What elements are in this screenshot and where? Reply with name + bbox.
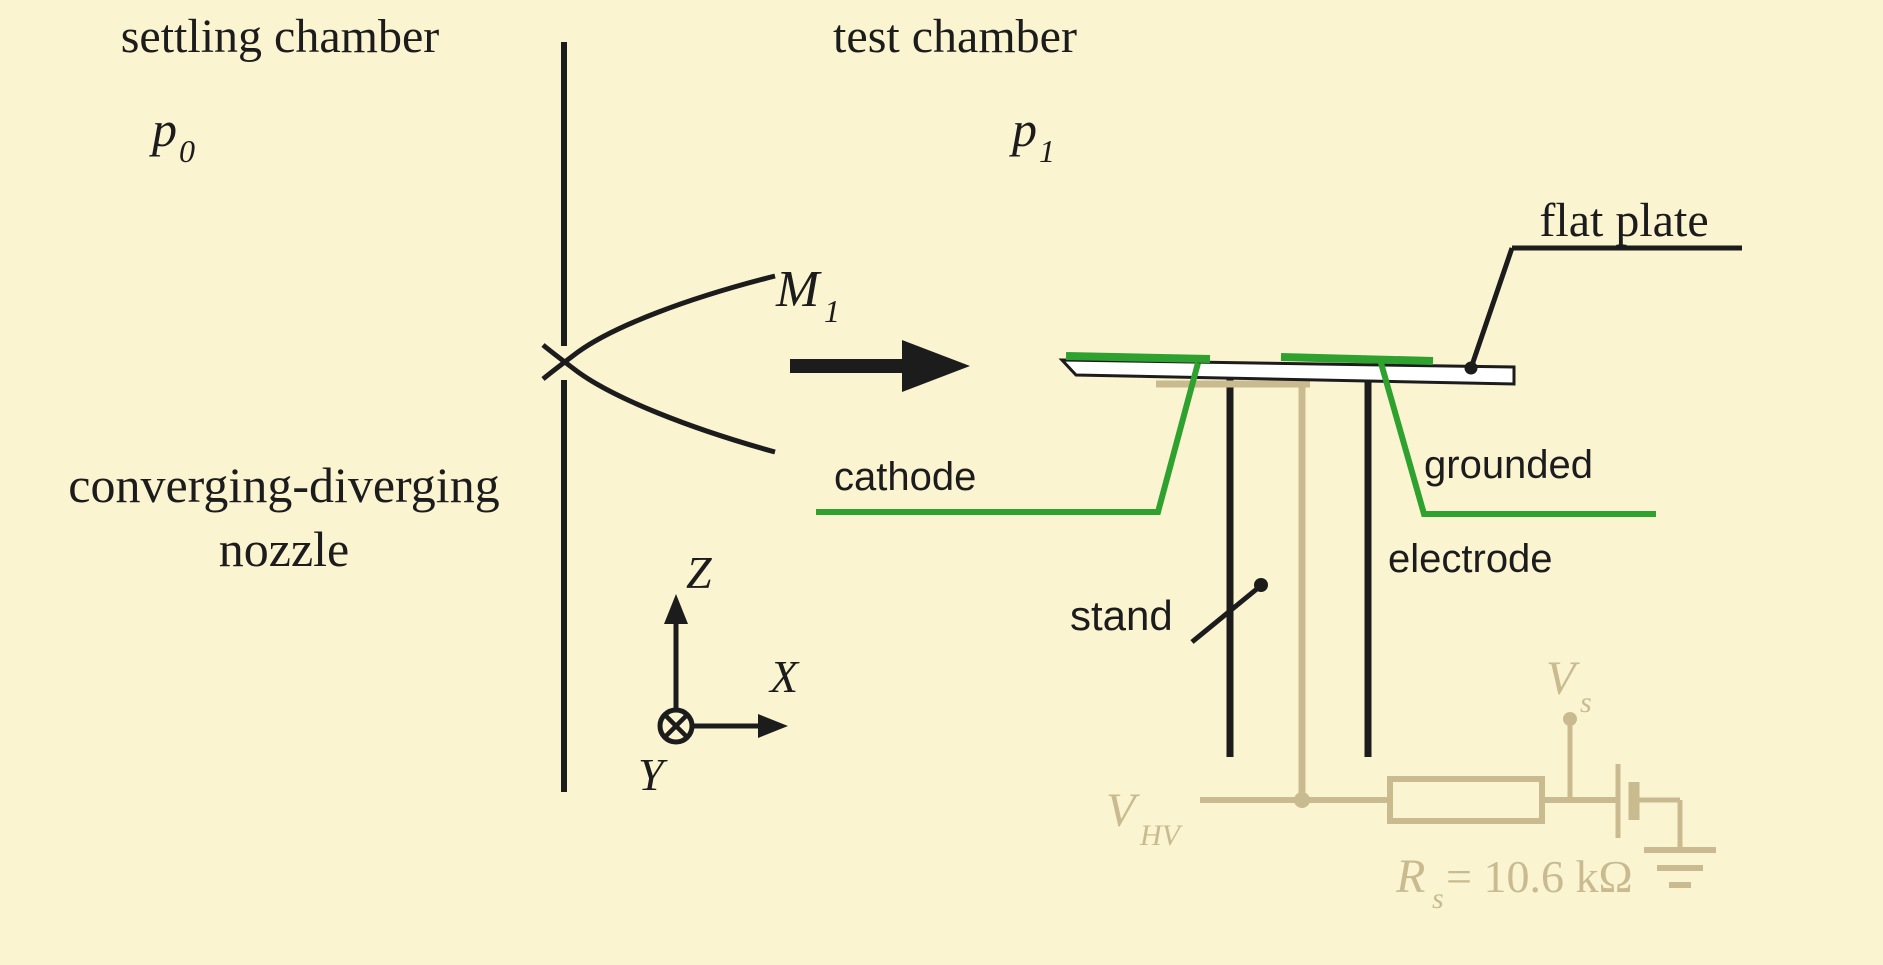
serif-labels: settling chamber test chamber converging… [68,10,1708,800]
stand-label: stand [1070,592,1173,639]
test-chamber-label: test chamber [833,10,1077,63]
circuit-dots [1294,712,1577,808]
axis-z-arrowhead [664,594,688,624]
cathode-electrode-strip [1065,352,1211,363]
ink-fills [664,340,1268,738]
flat-plate-label: flat plate [1539,194,1708,247]
p0-symbol: p [149,101,177,157]
flow-arrow-head [902,340,970,392]
nozzle-label-line1: converging-diverging [68,457,499,513]
sans-labels: cathode grounded electrode stand [834,443,1593,639]
electrode-label: electrode [1388,537,1553,581]
stand-leader-dot [1254,578,1268,592]
rs-value: = 10.6 kΩ [1446,851,1633,902]
mach-number-subscript: 1 [824,293,840,329]
p1-symbol: p [1009,101,1037,157]
cathode-wire [816,362,1201,515]
vhv-subscript: HV [1139,819,1184,852]
axis-y-label: Y [638,749,668,800]
axis-x-arrowhead [758,714,788,738]
axis-z-label: Z [686,547,712,598]
vs-probe-dot [1563,712,1577,726]
flat-plate-leader-dot [1464,361,1478,375]
settling-chamber-label: settling chamber [121,10,440,63]
axis-y-into-page-icon [657,707,695,745]
ink-linework [541,42,1742,792]
p0-subscript: 0 [179,133,195,169]
flat-plate-leader-diagonal [1468,247,1515,369]
vhv-symbol: V [1106,784,1140,837]
nozzle-lower-contour [541,343,776,455]
flat-plate [1058,358,1516,386]
mach-number-symbol: M [775,261,822,318]
p1-subscript: 1 [1039,133,1055,169]
grounded-label: grounded [1424,443,1593,487]
circuit-labels: V HV V s R s = 10.6 kΩ [1106,652,1633,915]
axis-y-cross-stroke-2 [663,713,689,739]
nozzle-upper-contour [541,273,776,381]
vs-symbol: V [1546,652,1580,705]
rs-symbol: R [1395,850,1425,903]
vs-subscript: s [1580,686,1592,719]
rs-subscript: s [1432,882,1444,915]
grounded-electrode-wire [1378,362,1656,517]
stand-leader [1190,586,1260,644]
nozzle-label-line2: nozzle [219,521,349,577]
green-wiring [816,352,1656,517]
grounded-electrode-strip [1280,353,1434,365]
hv-junction-dot [1294,792,1310,808]
axis-x-label: X [768,651,800,702]
cathode-label: cathode [834,455,976,499]
circuit-linework [1200,722,1716,888]
tan-support [1156,380,1310,800]
